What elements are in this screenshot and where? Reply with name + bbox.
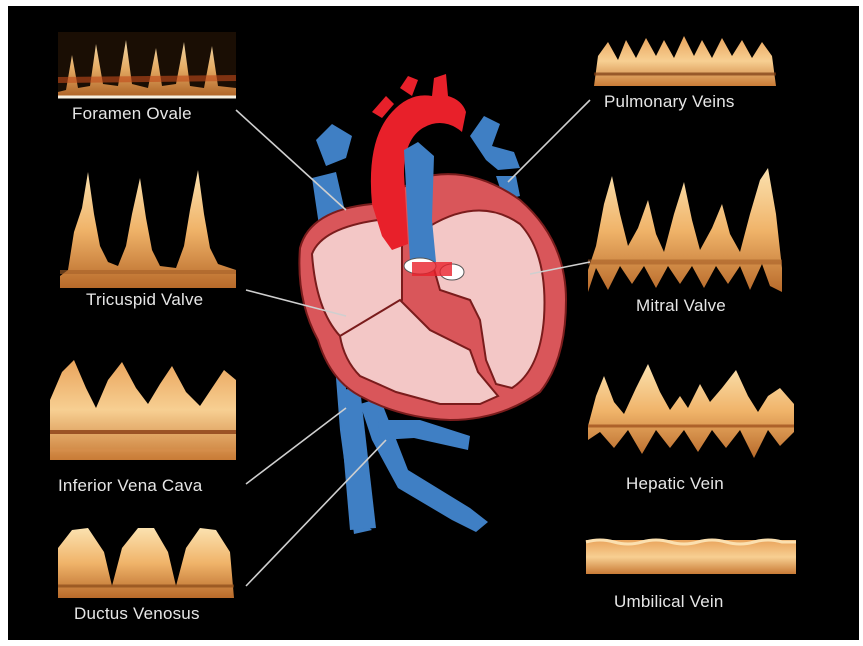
tricuspid-valve-waveform	[60, 170, 236, 288]
mitral-valve-waveform	[588, 168, 782, 292]
leader-line-inferior-vena-cava	[246, 408, 346, 484]
ductus-venosus-waveform	[58, 528, 234, 598]
label-pulmonary-veins: Pulmonary Veins	[604, 92, 735, 112]
inferior-vena-cava-waveform	[50, 360, 236, 460]
label-tricuspid-valve: Tricuspid Valve	[86, 290, 203, 310]
heart-illustration-icon	[299, 74, 566, 534]
label-foramen-ovale: Foramen Ovale	[72, 104, 192, 124]
leader-line-pulmonary-veins	[508, 100, 590, 182]
label-umbilical-vein: Umbilical Vein	[614, 592, 724, 612]
foramen-ovale-waveform	[58, 32, 236, 98]
label-hepatic-vein: Hepatic Vein	[626, 474, 724, 494]
label-ductus-venosus: Ductus Venosus	[74, 604, 200, 624]
label-mitral-valve: Mitral Valve	[636, 296, 726, 316]
hepatic-vein-waveform	[588, 364, 794, 458]
umbilical-vein-waveform	[586, 540, 796, 574]
pulmonary-veins-waveform	[594, 36, 776, 86]
label-inferior-vena-cava: Inferior Vena Cava	[58, 476, 202, 496]
